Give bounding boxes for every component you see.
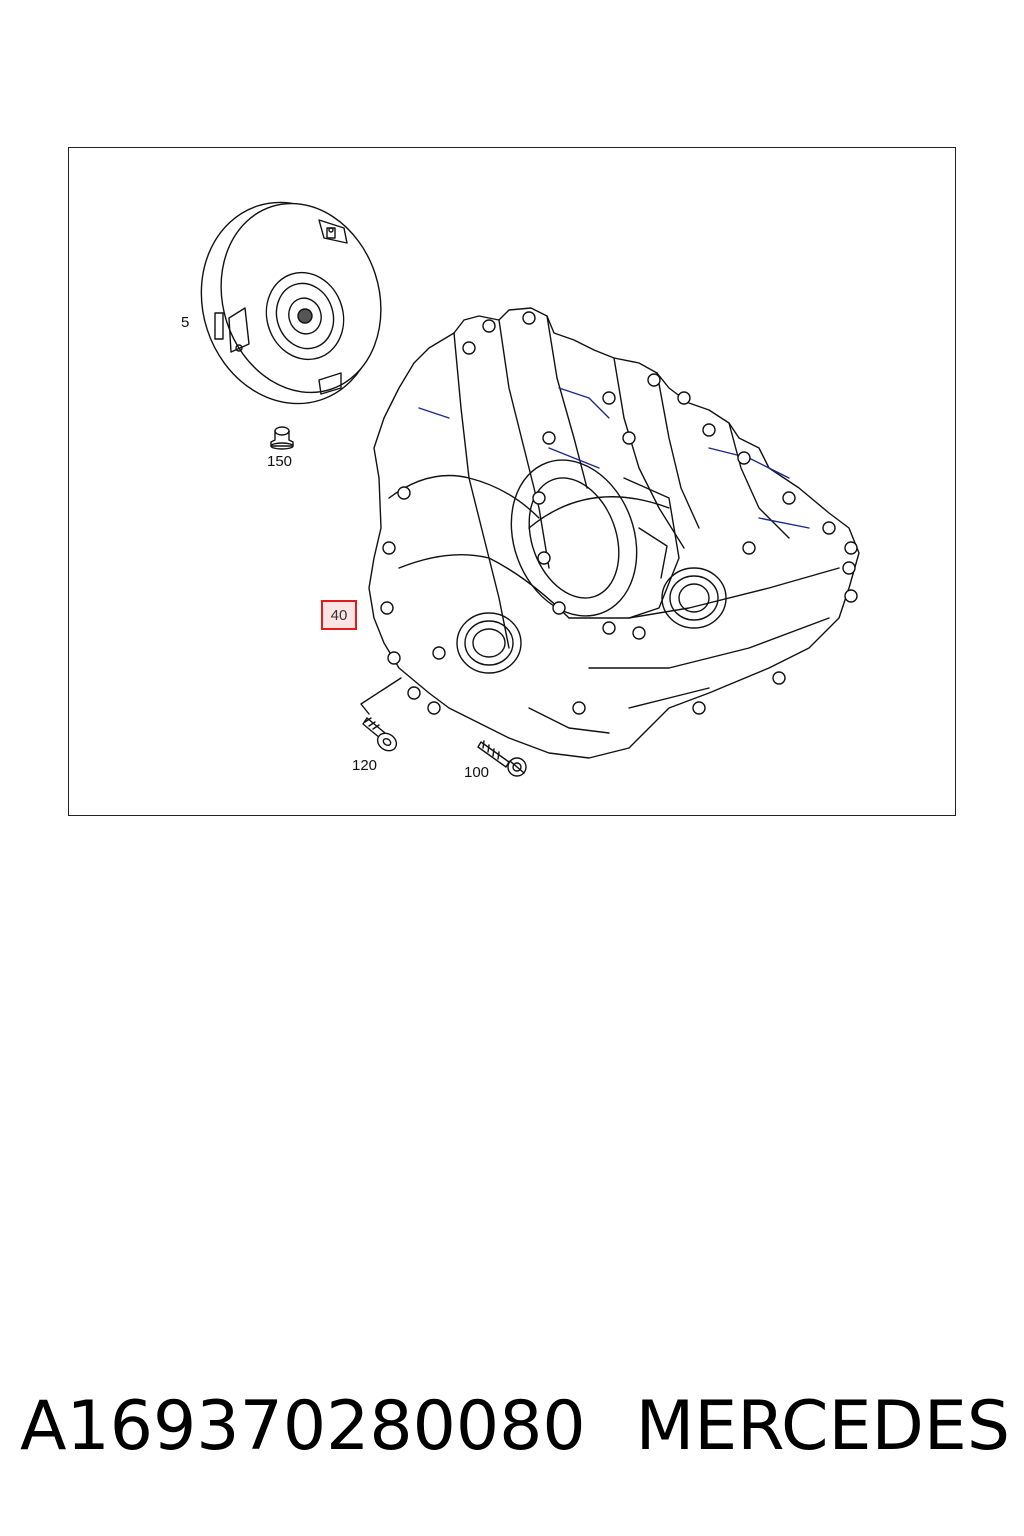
brand-name: MERCEDES <box>635 1386 1010 1466</box>
bolt-120-illustration <box>362 717 398 752</box>
callout-40-highlighted[interactable]: 40 <box>321 600 357 630</box>
transmission-exploded-view <box>200 201 860 777</box>
part-number: A169370280080 <box>20 1386 586 1466</box>
plug-illustration <box>270 426 294 450</box>
bolt-100-illustration <box>477 740 527 777</box>
transmission-housing-illustration <box>368 307 860 759</box>
callout-5: 5 <box>181 314 190 331</box>
part-caption: A169370280080 MERCEDES <box>20 1376 1010 1476</box>
callout-150: 150 <box>267 453 293 470</box>
parts-diagram-frame: 5 150 40 120 100 <box>68 147 956 816</box>
leader-line-120 <box>360 677 402 715</box>
torque-converter-illustration <box>200 201 382 405</box>
callout-120: 120 <box>352 757 378 774</box>
callout-100: 100 <box>464 764 490 781</box>
